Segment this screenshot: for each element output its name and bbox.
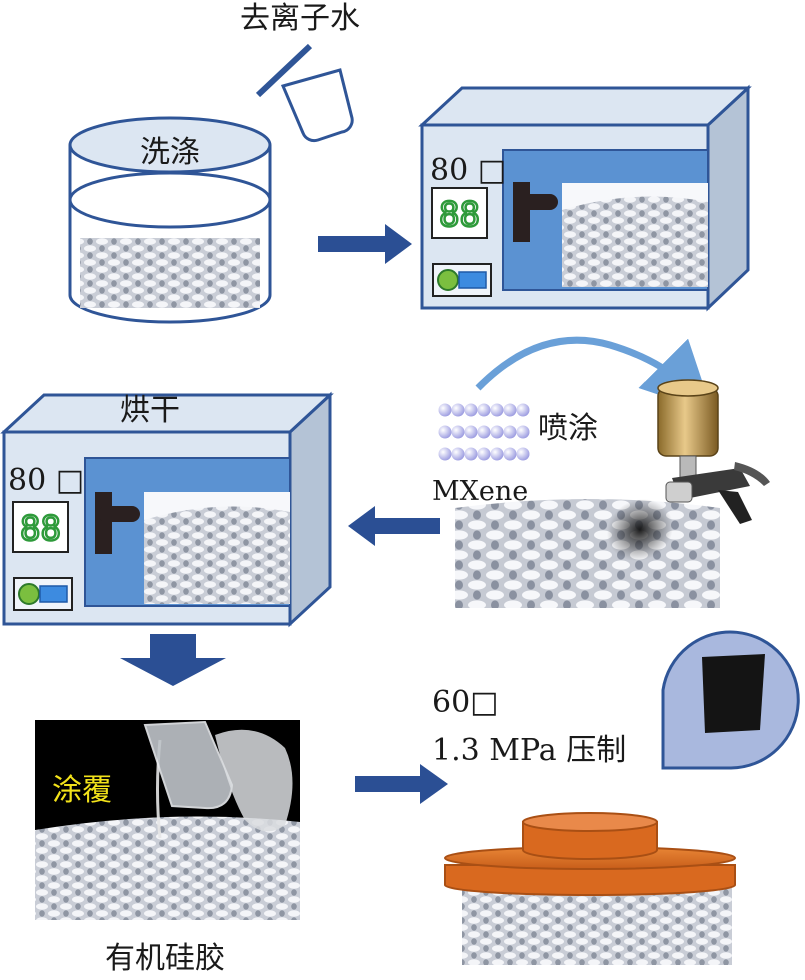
spray-gun-icon <box>657 379 770 524</box>
deionized-water-label: 去离子水 <box>240 1 360 36</box>
spray-mist <box>606 498 674 562</box>
silicone-label: 有机硅胶 <box>105 941 225 976</box>
press-temp: 60□ <box>432 685 499 720</box>
wash-beaker: 洗涤 <box>68 116 272 324</box>
oven-1-temp: 80 □ <box>430 153 506 188</box>
oven-2-display-digits: 88 <box>20 509 61 549</box>
fabric-sample <box>80 238 260 308</box>
press-condition: 1.3 MPa 压制 <box>432 733 626 768</box>
coating-photo: 涂覆 <box>35 720 300 920</box>
water-cup <box>255 43 354 143</box>
mxene-label: MXene <box>432 476 528 507</box>
arrow-down <box>120 634 226 686</box>
oven-2-temp: 80 □ <box>8 463 84 498</box>
wash-label: 洗涤 <box>140 135 200 170</box>
arrow-to-oven <box>318 224 412 264</box>
black-sample <box>702 654 765 733</box>
oven-1-display <box>431 187 488 239</box>
sample-callout <box>661 630 800 770</box>
spray-label: 喷涂 <box>538 411 598 446</box>
oven-1: 88 80 □ <box>418 84 752 312</box>
oven-2-handle <box>95 492 112 554</box>
transfer-curve-arrow <box>475 336 713 413</box>
arrow-to-oven-2 <box>348 506 440 546</box>
press-machine <box>444 812 736 965</box>
coat-label: 涂覆 <box>52 773 112 808</box>
dry-label: 烘干 <box>120 393 180 428</box>
oven-1-display-digits: 88 <box>439 195 480 235</box>
oven-2: 88 80 □ <box>0 391 334 628</box>
oven-2-display <box>12 501 69 553</box>
mxene-layers <box>438 403 530 461</box>
spray-fabric <box>455 498 720 608</box>
oven-1-handle <box>513 182 530 242</box>
arrow-to-press <box>355 764 448 804</box>
